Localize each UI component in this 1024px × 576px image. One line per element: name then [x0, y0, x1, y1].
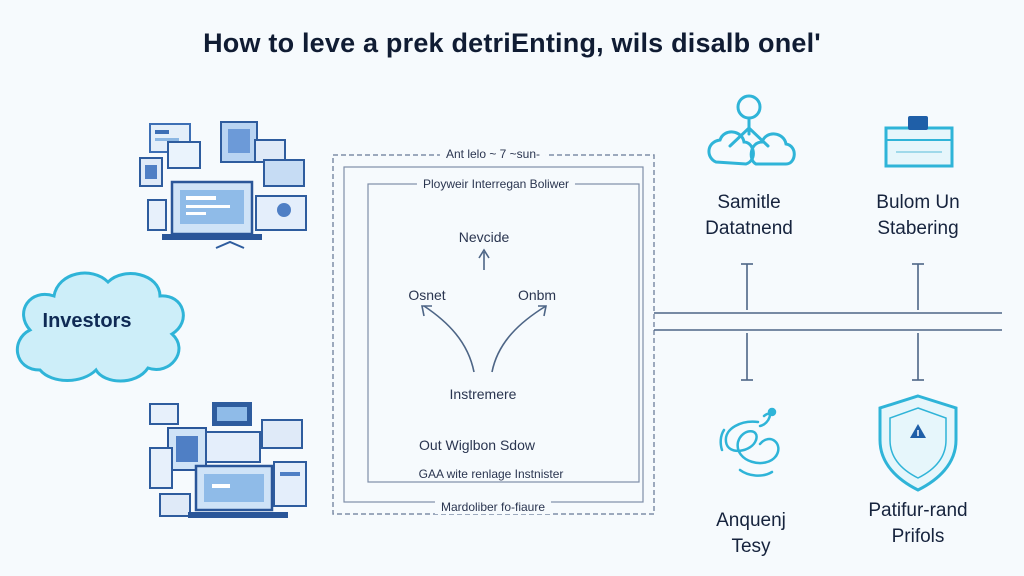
outer-frame-top-label: Ant lelo ~ 7 ~sun- — [440, 147, 546, 161]
item-patifur-line1: Patifur-rand — [868, 498, 967, 524]
wave-spiral-icon — [721, 409, 779, 476]
shield-icon — [880, 396, 956, 490]
investors-label: Investors — [22, 310, 152, 333]
network-hierarchy-icon — [709, 96, 794, 164]
node-center: Instremere — [450, 386, 517, 402]
item-samitle-line1: Samitle — [705, 190, 793, 216]
card-reader-icon — [886, 116, 952, 166]
item-samitle-line2: Datatnend — [705, 216, 793, 242]
node-top: Nevcide — [459, 229, 510, 245]
flow-arrows — [422, 250, 546, 372]
node-left: Osnet — [408, 287, 445, 303]
item-bulom-label: Bulom Un Stabering — [876, 190, 959, 242]
devices-illustration-bottom — [150, 402, 306, 518]
node-right: Onbm — [518, 287, 556, 303]
inner-frame-top-label: Ployweir Interregan Boliwer — [417, 177, 575, 191]
item-patifur-label: Patifur-rand Prifols — [868, 498, 967, 550]
right-connectors — [654, 264, 1002, 380]
devices-illustration-top — [140, 122, 306, 248]
node-bottom: Out Wiglbon Sdow — [419, 437, 535, 453]
outer-frame-bottom-label: Mardoliber fo-fiaure — [435, 500, 551, 514]
item-samitle-label: Samitle Datatnend — [705, 190, 793, 242]
inner-frame-bottom-label: GAA wite renlage Instnister — [413, 467, 570, 481]
item-anquenj-label: Anquenj Tesy — [716, 508, 786, 560]
item-patifur-line2: Prifols — [868, 524, 967, 550]
item-anquenj-line2: Tesy — [716, 534, 786, 560]
item-anquenj-line1: Anquenj — [716, 508, 786, 534]
outer-frame — [333, 155, 654, 514]
item-bulom-line1: Bulom Un — [876, 190, 959, 216]
item-bulom-line2: Stabering — [876, 216, 959, 242]
